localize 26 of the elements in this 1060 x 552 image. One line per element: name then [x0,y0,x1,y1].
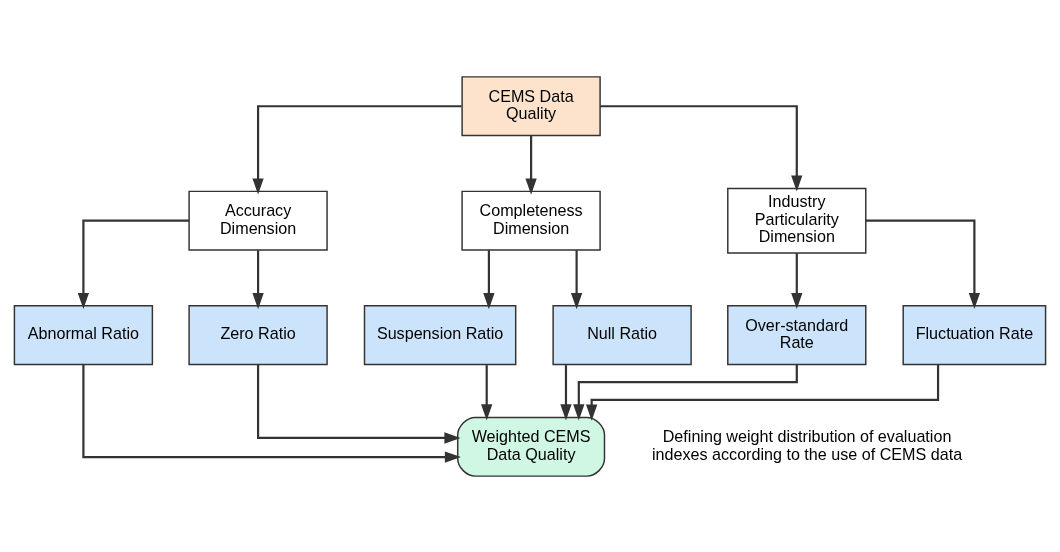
arrow [586,364,940,421]
node-box: Zero Ratio [188,304,328,365]
arrow [481,364,493,420]
node-box: Weighted CEMS Data Quality [456,416,606,477]
label: Defining weight distribution of evaluation indexes according to the use of CEMS data [651,426,963,463]
node-box: Abnormal Ratio [13,304,154,365]
node-box: Suspension Ratio [363,304,517,365]
arrow [525,135,537,195]
arrow [252,104,462,195]
arrow [82,364,461,463]
arrow [560,364,572,420]
arrow [256,364,461,444]
arrow [77,219,190,309]
node-box: CEMS Data Quality [461,75,601,136]
arrow [600,104,803,192]
node-box: Completeness Dimension [461,190,601,251]
arrow [865,219,981,309]
node-box: Industry Particularity Dimension [727,187,867,254]
arrow [791,252,803,309]
node-box: Null Ratio [552,304,692,365]
arrow [252,249,264,309]
node-box: Fluctuation Rate [902,304,1047,365]
arrow [483,249,495,309]
node-box: Over-standard Rate [727,304,867,365]
node-box: Accuracy Dimension [188,190,328,251]
arrow [570,249,583,309]
